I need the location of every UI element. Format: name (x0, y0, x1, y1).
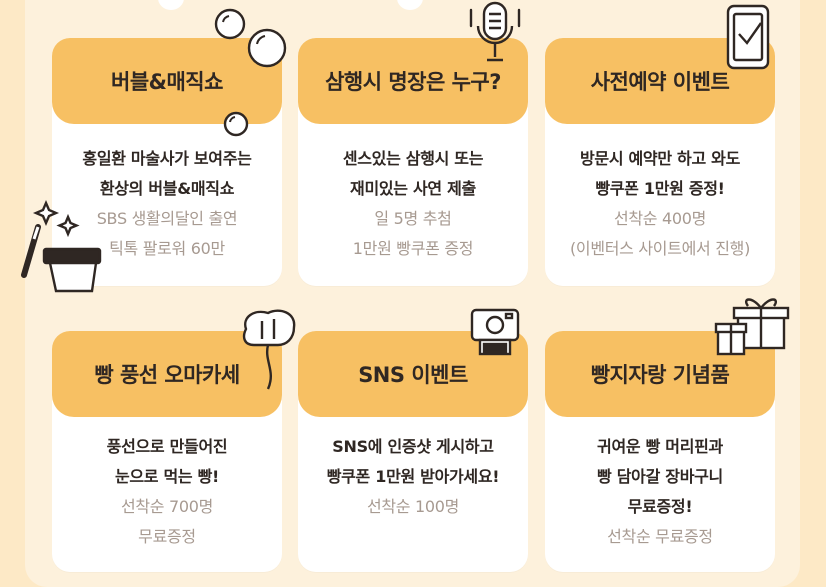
card-title: 빵 풍선 오마카세 (52, 331, 282, 417)
instant-camera-icon (470, 308, 520, 356)
gift-box-icon (714, 298, 790, 356)
microphone-icon (469, 1, 521, 62)
phone-check-icon (726, 4, 770, 70)
card-sub-line: 일 5명 추첨 (374, 209, 452, 228)
card-sub-line: (이벤터스 사이트에서 진행) (569, 239, 751, 258)
card-sub-line: 무료증정 (138, 527, 196, 546)
panel-notch (158, 0, 184, 10)
panel-notch (397, 0, 423, 10)
card-sub-line: 1만원 빵쿠폰 증정 (352, 239, 474, 258)
card-desc-line: 빵 담아갈 장바구니 (597, 467, 723, 486)
card-sub-line: 틱톡 팔로워 60만 (109, 239, 225, 258)
card-title: 삼행시 명장은 누구? (298, 38, 528, 124)
card-desc-line: 빵쿠폰 1만원 받아가세요! (326, 467, 500, 486)
card-desc-line: 눈으로 먹는 빵! (114, 467, 220, 486)
event-card-souvenir[interactable]: 빵지자랑 기념품 귀여운 빵 머리핀과 빵 담아갈 장바구니 무료증정! 선착순… (545, 331, 775, 572)
card-desc-line: 환상의 버블&매직쇼 (99, 179, 235, 198)
event-card-bread-balloon[interactable]: 빵 풍선 오마카세 풍선으로 만들어진 눈으로 먹는 빵! 선착순 700명 무… (52, 331, 282, 572)
card-sub-line: 선착순 700명 (120, 497, 214, 516)
card-desc-line: 풍선으로 만들어진 (106, 437, 228, 456)
card-desc-line: 빵쿠폰 1만원 증정! (595, 179, 725, 198)
card-desc-line: 방문시 예약만 하고 와도 (579, 149, 740, 168)
card-desc-line: 센스있는 삼행시 또는 (342, 149, 484, 168)
event-card-bubble-magic[interactable]: 버블&매직쇼 홍일환 마술사가 보여주는 환상의 버블&매직쇼 SBS 생활의달… (52, 38, 282, 286)
bubble-icon (214, 8, 287, 137)
event-card-sns[interactable]: SNS 이벤트 SNS에 인증샷 게시하고 빵쿠폰 1만원 받아가세요! 선착순… (298, 331, 528, 572)
card-desc-line: 귀여운 빵 머리핀과 (597, 437, 723, 456)
card-desc-line: 무료증정! (627, 497, 693, 516)
event-card-pre-reservation[interactable]: 사전예약 이벤트 방문시 예약만 하고 와도 빵쿠폰 1만원 증정! 선착순 4… (545, 38, 775, 286)
magic-hat-icon (21, 199, 102, 293)
card-desc-line: 재미있는 사연 제출 (350, 179, 476, 198)
card-desc-line: 홍일환 마술사가 보여주는 (82, 149, 252, 168)
card-title: 버블&매직쇼 (52, 38, 282, 124)
event-card-poem[interactable]: 삼행시 명장은 누구? 센스있는 삼행시 또는 재미있는 사연 제출 일 5명 … (298, 38, 528, 286)
card-sub-line: 선착순 100명 (366, 497, 460, 516)
bread-balloon-icon (242, 309, 296, 390)
card-sub-line: 선착순 400명 (613, 209, 707, 228)
card-sub-line: 선착순 무료증정 (607, 527, 713, 546)
card-desc-line: SNS에 인증샷 게시하고 (332, 437, 494, 456)
card-sub-line: SBS 생활의달인 출연 (96, 209, 238, 228)
